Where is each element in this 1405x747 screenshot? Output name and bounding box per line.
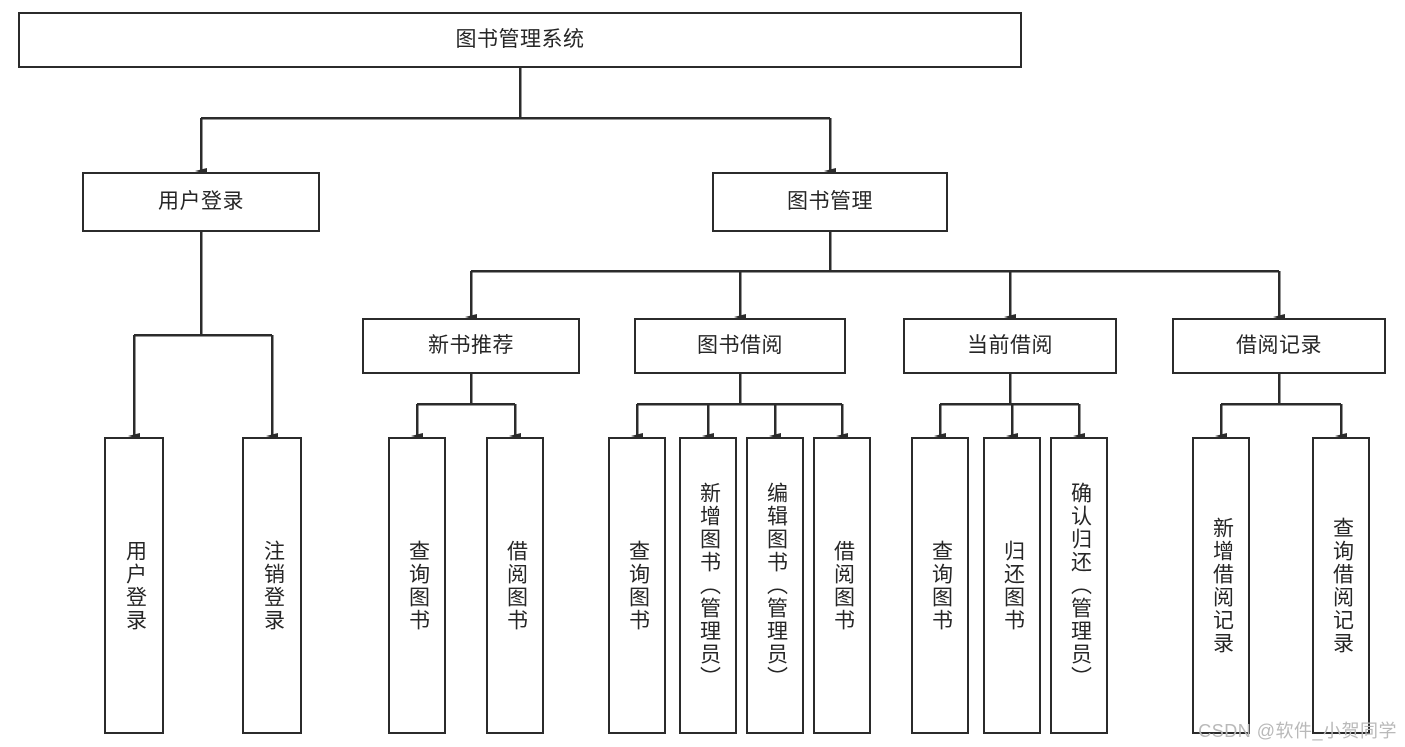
node-leaf-query-book-2[interactable]: 查询图书 <box>608 437 666 734</box>
node-borrow-record[interactable]: 借阅记录 <box>1172 318 1386 374</box>
node-leaf-confirm-return[interactable]: 确认归还（管理员） <box>1050 437 1108 734</box>
node-leaf-borrow-book-1[interactable]: 借阅图书 <box>486 437 544 734</box>
node-label: 图书管理 <box>787 190 873 214</box>
edge-paths <box>128 68 1347 439</box>
node-leaf-edit-book[interactable]: 编辑图书（管理员） <box>746 437 804 734</box>
node-label: 查询图书 <box>406 539 430 632</box>
node-current-borrow[interactable]: 当前借阅 <box>903 318 1117 374</box>
node-label: 编辑图书（管理员） <box>764 482 788 689</box>
node-leaf-return-book[interactable]: 归还图书 <box>983 437 1041 734</box>
node-label: 图书管理系统 <box>455 28 585 52</box>
node-leaf-add-record[interactable]: 新增借阅记录 <box>1192 437 1250 734</box>
node-label: 当前借阅 <box>967 334 1053 358</box>
node-label: 新增借阅记录 <box>1210 516 1234 655</box>
node-label: 借阅图书 <box>504 539 528 632</box>
node-label: 用户登录 <box>158 190 244 214</box>
node-label: 借阅图书 <box>831 539 855 632</box>
node-leaf-logout[interactable]: 注销登录 <box>242 437 302 734</box>
node-book-manage[interactable]: 图书管理 <box>712 172 948 232</box>
node-label: 确认归还（管理员） <box>1068 482 1092 689</box>
watermark-label: CSDN @软件_小贺同学 <box>1198 721 1397 741</box>
node-leaf-query-book-1[interactable]: 查询图书 <box>388 437 446 734</box>
node-label: 图书借阅 <box>697 334 783 358</box>
node-leaf-borrow-book-2[interactable]: 借阅图书 <box>813 437 871 734</box>
node-label: 注销登录 <box>261 539 285 632</box>
node-label: 用户登录 <box>123 539 147 632</box>
node-label: 查询图书 <box>929 539 953 632</box>
node-new-book-rec[interactable]: 新书推荐 <box>362 318 580 374</box>
node-label: 新增图书（管理员） <box>697 482 721 689</box>
node-leaf-query-book-3[interactable]: 查询图书 <box>911 437 969 734</box>
node-root[interactable]: 图书管理系统 <box>18 12 1022 68</box>
node-label: 查询图书 <box>626 539 650 632</box>
node-user-login[interactable]: 用户登录 <box>82 172 320 232</box>
node-book-borrow[interactable]: 图书借阅 <box>634 318 846 374</box>
node-label: 借阅记录 <box>1236 334 1322 358</box>
node-leaf-add-book[interactable]: 新增图书（管理员） <box>679 437 737 734</box>
node-leaf-user-login[interactable]: 用户登录 <box>104 437 164 734</box>
node-label: 归还图书 <box>1001 539 1025 632</box>
node-leaf-query-record[interactable]: 查询借阅记录 <box>1312 437 1370 734</box>
node-label: 查询借阅记录 <box>1330 516 1354 655</box>
node-label: 新书推荐 <box>428 334 514 358</box>
